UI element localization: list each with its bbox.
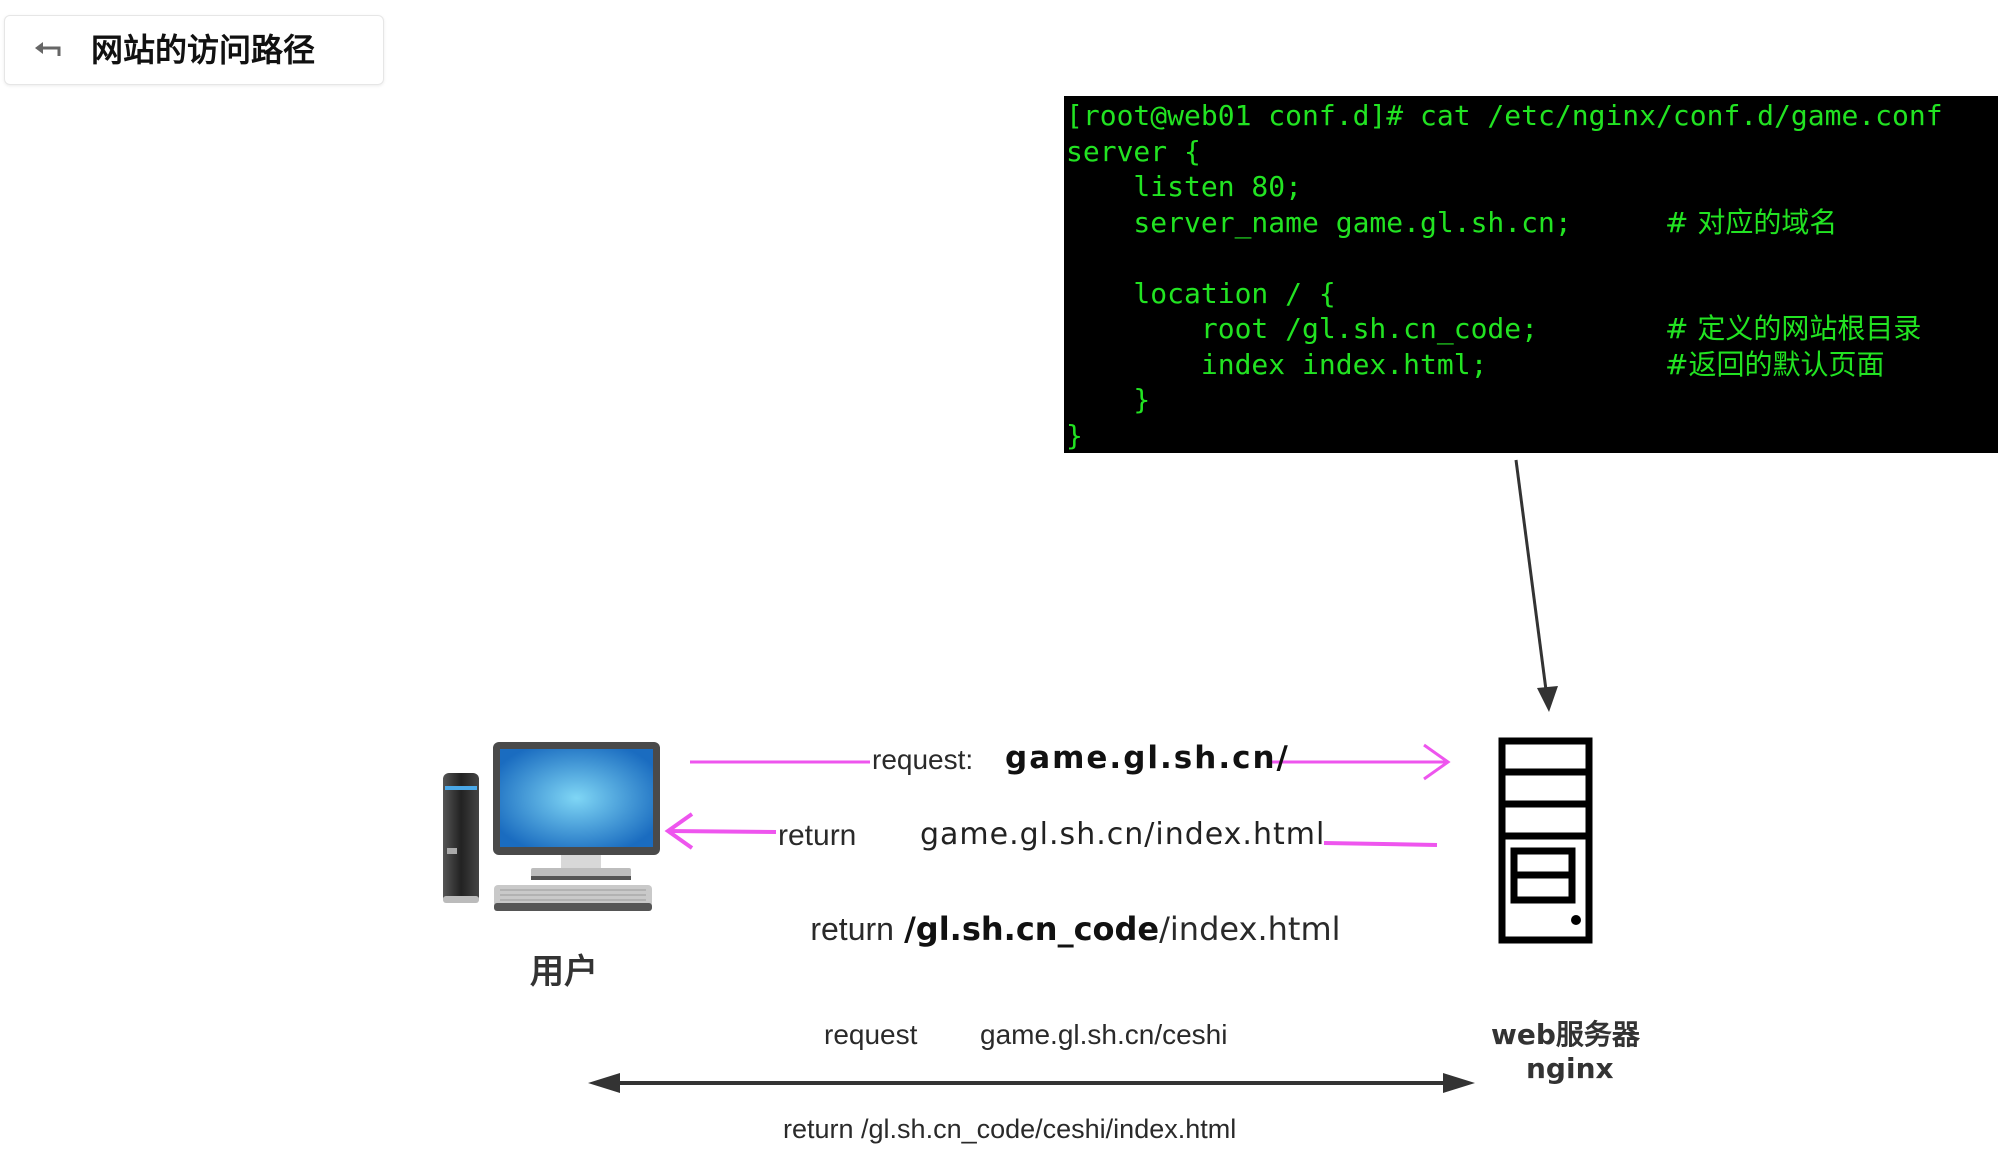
terminal-code: server { <box>1066 134 1201 168</box>
return-prefix: return <box>778 819 857 852</box>
nginx-config-terminal: [root@web01 conf.d]# cat /etc/nginx/conf… <box>1064 96 1998 453</box>
terminal-code: server_name game.gl.sh.cn; <box>1066 205 1572 239</box>
terminal-line: index index.html; #返回的默认页面 <box>1066 347 1998 383</box>
request2-prefix: request <box>824 1019 918 1050</box>
terminal-code: root /gl.sh.cn_code; <box>1066 312 1539 345</box>
return-arrow <box>664 812 1438 850</box>
request-url: game.gl.sh.cn/ <box>1005 740 1290 776</box>
return-arrow-icon[interactable] <box>33 38 65 62</box>
resolved-path-rest: /index.html <box>1159 910 1341 948</box>
terminal-code: index index.html; <box>1066 347 1488 381</box>
desktop-computer-icon <box>443 742 660 911</box>
terminal-line: listen 80; <box>1066 169 1998 205</box>
terminal-code: location / { <box>1066 276 1336 310</box>
request2-url: game.gl.sh.cn/ceshi <box>980 1019 1228 1050</box>
return-url: game.gl.sh.cn/index.html <box>920 817 1326 852</box>
terminal-comment: # 定义的网站根目录 <box>1665 312 1922 345</box>
page-title: 网站的访问路径 <box>91 31 316 69</box>
terminal-code: } <box>1066 383 1151 416</box>
resolved-return: return /gl.sh.cn_code/index.html <box>790 872 1341 948</box>
request-prefix: request: <box>872 744 974 775</box>
bidirectional-arrow <box>588 1073 1475 1093</box>
terminal-code: } <box>1066 418 1083 452</box>
client-label: 用户 <box>530 952 598 992</box>
terminal-line: [root@web01 conf.d]# cat /etc/nginx/conf… <box>1066 98 1998 134</box>
config-to-server-arrow <box>1514 459 1558 712</box>
request-arrow <box>690 743 1451 781</box>
resolved-path-bold: /gl.sh.cn_code <box>904 910 1160 948</box>
terminal-comment: #返回的默认页面 <box>1665 347 1885 381</box>
terminal-comment: # 对应的域名 <box>1665 205 1838 239</box>
terminal-code: [root@web01 conf.d]# cat /etc/nginx/conf… <box>1066 99 1943 132</box>
return2-text: return /gl.sh.cn_code/ceshi/index.html <box>783 1114 1237 1144</box>
server-label-line1: web服务器 <box>1491 1018 1640 1051</box>
terminal-line: } <box>1066 382 1998 418</box>
terminal-line: server { <box>1066 134 1998 170</box>
terminal-line: location / { <box>1066 276 1998 312</box>
terminal-line: } <box>1066 418 1998 454</box>
terminal-code: listen 80; <box>1066 170 1303 203</box>
resolved-prefix: return <box>810 911 894 947</box>
terminal-line: root /gl.sh.cn_code; # 定义的网站根目录 <box>1066 311 1998 347</box>
page-title-card: 网站的访问路径 <box>4 15 384 85</box>
server-tower-icon <box>1498 737 1593 944</box>
server-label-line2: nginx <box>1526 1052 1614 1085</box>
terminal-line: server_name game.gl.sh.cn; # 对应的域名 <box>1066 205 1998 241</box>
